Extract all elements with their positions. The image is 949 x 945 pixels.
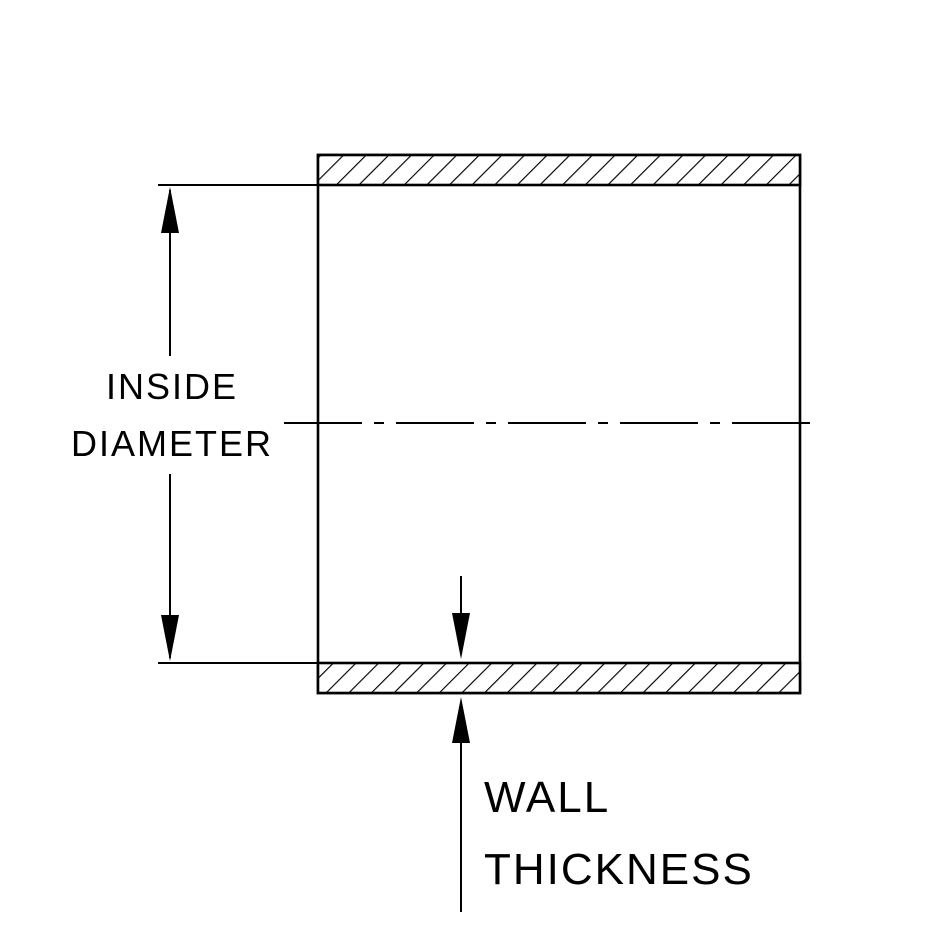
inside-diameter-label-line2: DIAMETER (70, 423, 274, 464)
wall-thickness-arrow-up-icon (452, 697, 470, 743)
tube-bottom-wall-hatch (316, 661, 802, 695)
inside-diameter-arrow-down-icon (161, 615, 179, 661)
tube-top-wall-hatch (316, 153, 802, 187)
wall-thickness-arrow-down-icon (452, 613, 470, 659)
inside-diameter-arrow-up-icon (161, 187, 179, 233)
inside-diameter-label: INSIDE DIAMETER (60, 356, 284, 474)
wall-thickness-label-line1: WALL (484, 773, 611, 822)
wall-thickness-label: WALL THICKNESS (478, 762, 760, 906)
wall-thickness-label-line2: THICKNESS (484, 845, 754, 894)
inside-diameter-label-line1: INSIDE (105, 366, 239, 407)
